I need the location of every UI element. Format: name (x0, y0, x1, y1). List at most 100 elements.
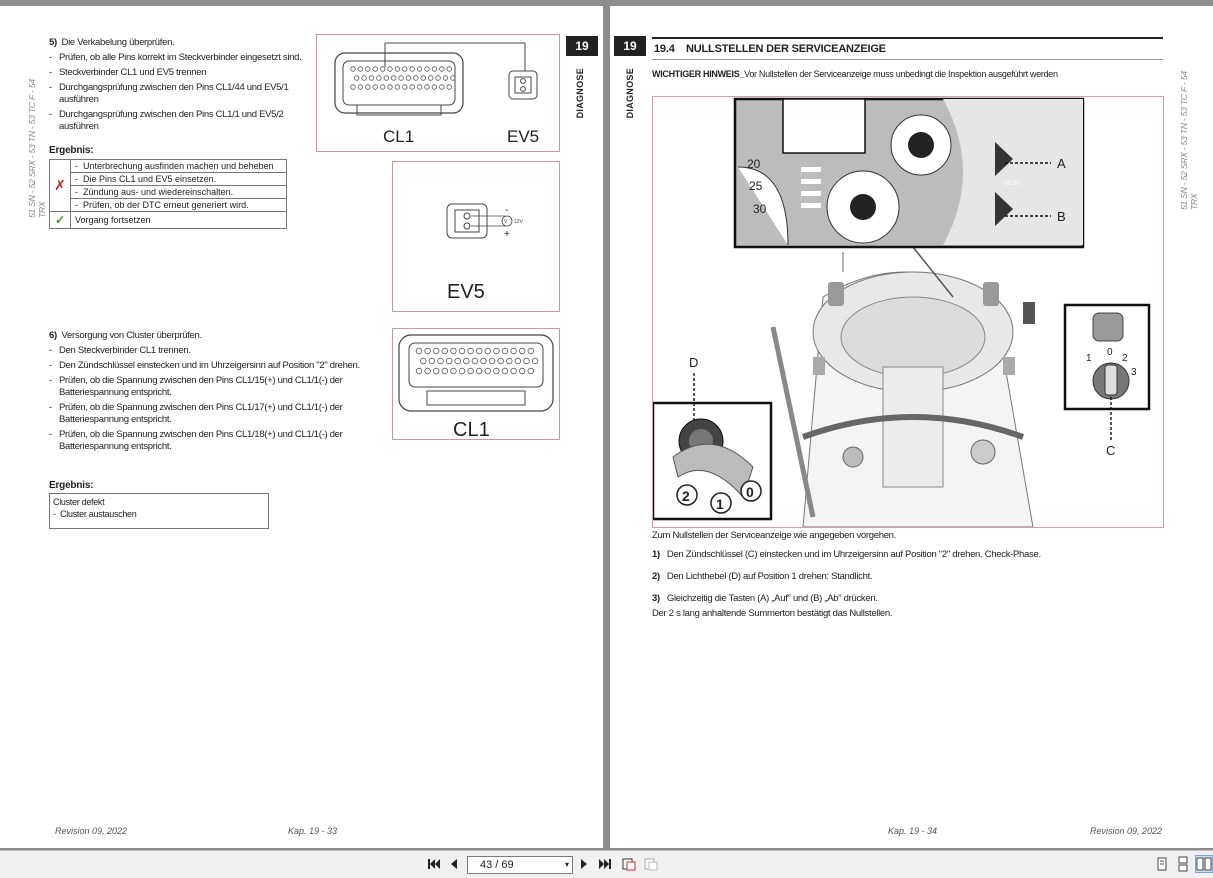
connector-pin (424, 66, 430, 72)
connector-pin (361, 75, 367, 81)
tractor-dashboard-figure: 20 25 30 MENU A B 1 0 2 3 C (652, 96, 1164, 528)
connector-pin (514, 357, 522, 365)
connector-pin (458, 347, 466, 355)
result1-heading: Ergebnis: (49, 145, 94, 156)
connector-pin (475, 347, 483, 355)
callout-d: D (689, 355, 698, 370)
list-item: Den Steckverbinder CL1 trennen. (49, 345, 383, 357)
light-position: 2 (682, 488, 690, 504)
list-item: Durchgangsprüfung zwischen den Pins CL1/… (49, 82, 311, 106)
step5-list: Prüfen, ob alle Pins korrekt im Steckver… (49, 52, 311, 133)
connector-pin (379, 66, 386, 72)
connector-pin (467, 367, 474, 375)
chevron-down-icon[interactable]: ▾ (564, 860, 569, 869)
connector-pin (475, 367, 483, 375)
copy-view-icon[interactable] (621, 856, 637, 872)
connector-diagram: CL1 EV5 (334, 42, 539, 146)
connector-pin (424, 367, 431, 375)
key-position: 0 (1107, 347, 1113, 358)
light-position: 0 (746, 484, 754, 500)
chapter-badge: 19 (614, 36, 646, 56)
section-title: NULLSTELLEN DER SERVICEANZEIGE (686, 43, 886, 55)
prev-page-icon[interactable] (446, 856, 462, 872)
fig1-label-cl1: CL1 (383, 127, 414, 146)
connector-figure-ev5: V 12V - + EV5 (392, 161, 560, 312)
connector-pin (420, 357, 427, 365)
connector-pin (379, 84, 386, 90)
connector-pin (518, 347, 526, 355)
section-heading: 19.4 NULLSTELLEN DER SERVICEANZEIGE (654, 43, 886, 55)
section-rule (652, 37, 1163, 39)
key-position: 2 (1122, 353, 1128, 364)
connector-pin (439, 84, 445, 90)
result1-fail-item: - Zündung aus- und wiedereinschalten. (71, 186, 286, 199)
connector-pin (365, 66, 371, 72)
document-page-right: 19 DIAGNOSE 51 SN - 52 SRX - 53 TN - 53 … (610, 6, 1213, 848)
list-item: Prüfen, ob die Spannung zwischen den Pin… (49, 375, 383, 399)
connector-pin (484, 347, 491, 355)
chapter-badge: 19 (566, 36, 598, 56)
connector-pin (431, 84, 438, 90)
fig1-label-ev5: EV5 (507, 127, 539, 146)
fig3-label-cl1: CL1 (453, 419, 490, 439)
connector-pin (450, 367, 457, 375)
closing-text: Der 2 s lang anhaltende Summerton bestät… (652, 608, 893, 619)
connector-pin (383, 75, 389, 81)
callout-a: A (1057, 156, 1066, 171)
ok-icon: ✓ (49, 211, 71, 229)
step5-number: 5) (49, 37, 57, 48)
connector-pin (493, 367, 500, 375)
connector-pin (450, 347, 457, 355)
connector-pin (350, 66, 356, 72)
light-position: 1 (716, 496, 724, 512)
last-page-icon[interactable] (597, 856, 613, 872)
gauge-label: 30 (753, 202, 767, 216)
connector-pin (398, 75, 404, 81)
viewer-toolbar: 43 / 69 ▾ (0, 850, 1213, 878)
connector-figure-cl1-ev5: CL1 EV5 (316, 34, 560, 152)
model-side-label: 51 SN - 52 SRX - 53 TN - 53 TC F - 54 TR… (1179, 71, 1199, 210)
step6-list: Den Steckverbinder CL1 trennen. Den Zünd… (49, 345, 383, 453)
connector-pin (445, 357, 453, 365)
footer-revision: Revision 09, 2022 (1090, 826, 1163, 836)
step6-block: 6) Versorgung von Cluster überprüfen. De… (49, 330, 383, 453)
two-page-view-icon[interactable] (1195, 855, 1213, 873)
connector-pin (431, 66, 438, 72)
footer-revision: Revision 09, 2022 (55, 826, 128, 836)
section-side-label: DIAGNOSE (575, 68, 585, 119)
connector-pin (441, 347, 448, 355)
step6-title: Versorgung von Cluster überprüfen. (61, 330, 203, 341)
connector-pin (424, 347, 431, 355)
step-1: 1) Den Zündschlüssel (C) einstecken und … (652, 549, 1041, 560)
callout-c: C (1106, 443, 1115, 458)
connector-pin (493, 347, 500, 355)
connector-pin (510, 367, 517, 375)
connector-pin (446, 84, 452, 90)
next-page-icon[interactable] (576, 856, 592, 872)
connector-pin (442, 75, 449, 81)
footer-page-number: Kap. 19 - 33 (288, 826, 338, 836)
step6-number: 6) (49, 330, 57, 341)
connector-pin (357, 66, 364, 72)
paste-view-icon[interactable] (643, 856, 659, 872)
connector-pin (402, 66, 408, 72)
connector-pin (428, 357, 436, 365)
section-side-label: DIAGNOSE (625, 68, 635, 119)
result1-table: ✗ - Unterbrechung ausfinden machen und b… (49, 159, 287, 229)
continuous-view-icon[interactable] (1175, 856, 1191, 872)
svg-text:V: V (504, 219, 508, 225)
step5-block: 5) Die Verkabelung überprüfen. Prüfen, o… (49, 37, 311, 133)
connector-pin (365, 84, 371, 90)
connector-pin (387, 66, 393, 72)
result1-fail-item: - Die Pins CL1 und EV5 einsetzen. (71, 173, 286, 186)
connector-pin (450, 75, 456, 81)
connector-pin (439, 66, 445, 72)
single-page-view-icon[interactable] (1154, 856, 1170, 872)
result2-box: Cluster defekt - Cluster austauschen (49, 493, 269, 529)
first-page-icon[interactable] (426, 856, 442, 872)
page-number-value: 43 / 69 (480, 859, 514, 871)
page-number-field[interactable]: 43 / 69 ▾ (467, 856, 573, 874)
connector-pin (497, 357, 504, 365)
connector-pin (372, 66, 378, 72)
dashboard-illustration: 20 25 30 MENU A B 1 0 2 3 C (653, 97, 1151, 527)
